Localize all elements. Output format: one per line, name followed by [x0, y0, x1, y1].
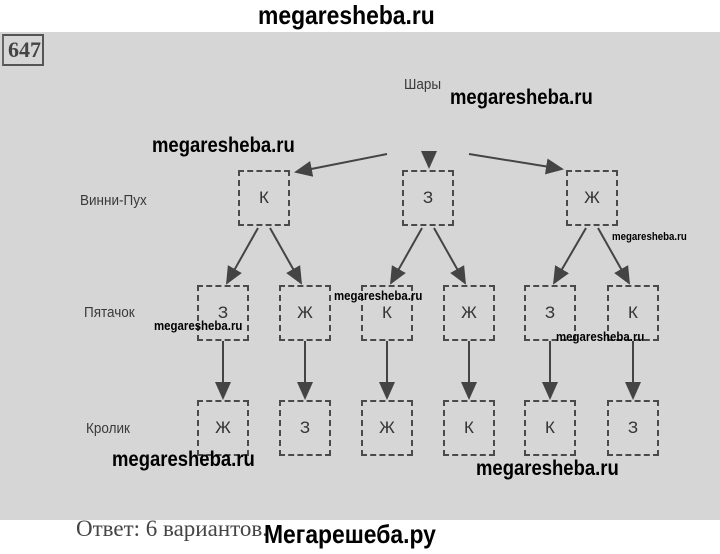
node-l2: Ж	[279, 285, 331, 341]
node-l3: З	[279, 400, 331, 456]
textbook-page: 647 Шары Винни-Пух Пятачок Кролик К З Ж …	[0, 32, 720, 541]
node-l3: Ж	[197, 400, 249, 456]
node-l3: К	[443, 400, 495, 456]
arrow	[597, 227, 630, 285]
watermark: megaresheba.ru	[476, 457, 619, 480]
node-l1: Ж	[566, 170, 618, 226]
arrow	[294, 153, 388, 177]
node-l1: К	[238, 170, 290, 226]
tree-arrows	[294, 151, 564, 177]
node-l2: З	[197, 285, 249, 341]
node-l1: З	[402, 170, 454, 226]
watermark: megaresheba.ru	[556, 329, 645, 344]
watermark: megaresheba.ru	[450, 86, 593, 109]
watermark: megaresheba.ru	[612, 231, 687, 243]
node-l3: К	[524, 400, 576, 456]
arrow	[226, 227, 259, 285]
root-label: Шары	[404, 76, 442, 93]
watermark: megaresheba.ru	[152, 134, 295, 157]
site-watermark-bottom: Мегарешеба.ру	[264, 519, 436, 549]
watermark: megaresheba.ru	[334, 288, 423, 303]
arrow	[390, 227, 423, 285]
node-l2: К	[361, 285, 413, 341]
arrow	[269, 227, 302, 285]
arrow	[433, 227, 466, 285]
answer-text: Ответ: 6 вариантов.	[76, 516, 268, 541]
node-l2: З	[524, 285, 576, 341]
tree-arrows-full	[215, 227, 641, 400]
node-l2: Ж	[443, 285, 495, 341]
watermark: megaresheba.ru	[154, 318, 243, 333]
node-l3: З	[607, 400, 659, 456]
site-watermark-top: megaresheba.ru	[258, 0, 435, 30]
row-label-pyatachok: Пятачок	[84, 304, 135, 321]
row-label-krolik: Кролик	[86, 420, 130, 437]
node-l3: Ж	[361, 400, 413, 456]
node-l2: К	[607, 285, 659, 341]
problem-number: 647	[2, 34, 44, 66]
row-label-vinni-pukh: Винни-Пух	[80, 192, 147, 209]
watermark: megaresheba.ru	[112, 448, 255, 471]
arrow	[552, 227, 587, 285]
